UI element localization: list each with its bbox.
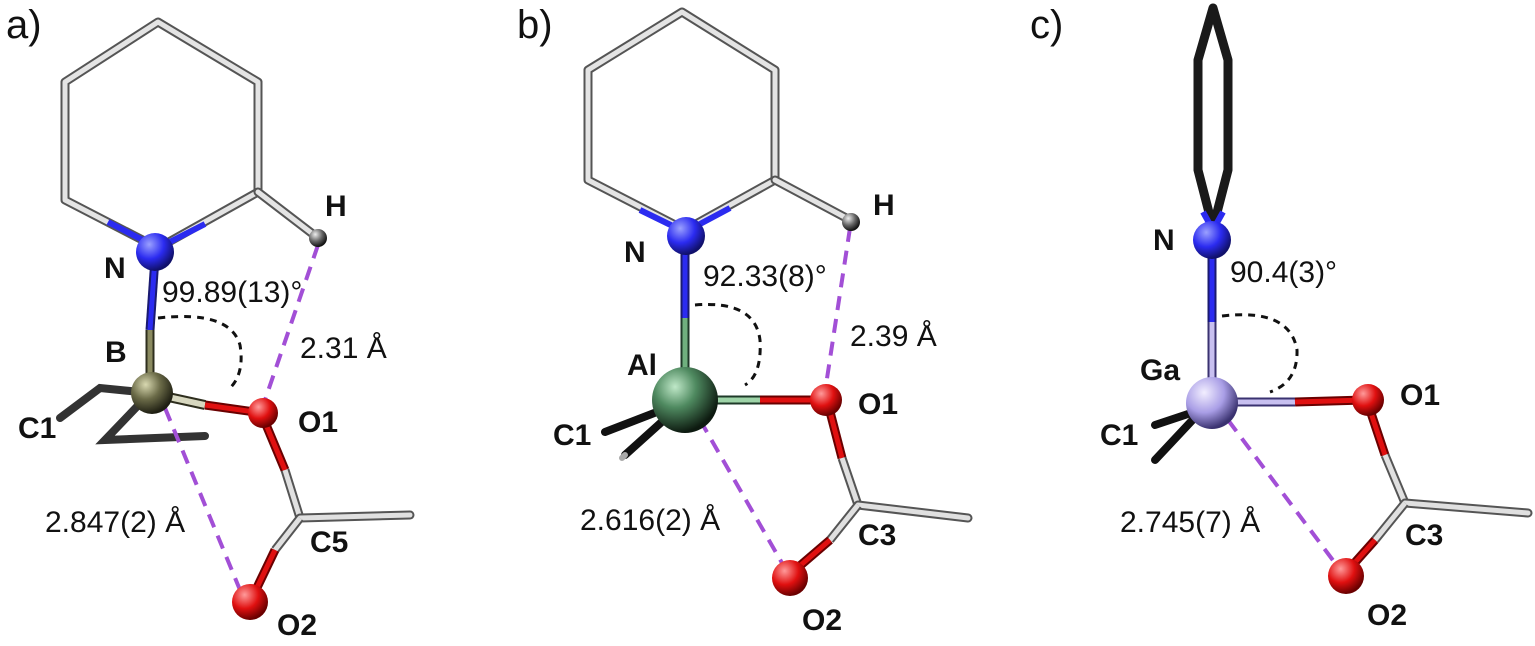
label-o2: O2 (802, 604, 842, 637)
panel-a-label: a) (6, 3, 42, 47)
angle-arc (694, 302, 762, 387)
label-al: Al (627, 349, 657, 382)
boron-atom (131, 372, 173, 414)
oxygen-o1-atom (1352, 384, 1384, 416)
angle-value: 99.89(13)° (162, 276, 302, 309)
ga-o2-contact-dash (1226, 418, 1337, 565)
hydrogen-atom (309, 229, 327, 247)
label-c5: C5 (310, 526, 348, 559)
gallium-atom (1186, 377, 1238, 429)
al-o2-contact-dash (698, 419, 784, 564)
panel-a: a) (6, 3, 415, 642)
aluminium-atom (652, 367, 718, 433)
label-b: B (105, 336, 127, 369)
c1-bond-right (95, 389, 209, 445)
contact-distance: 2.616(2) Å (580, 504, 720, 537)
nitrogen-atom (136, 233, 174, 271)
label-o2: O2 (277, 609, 317, 642)
piperidine-ring-inner (62, 19, 261, 251)
oxygen-o2-atom (1328, 558, 1364, 594)
label-c1: C1 (1100, 419, 1138, 452)
contact-distance: 2.745(7) Å (1120, 506, 1260, 539)
label-c1: C1 (553, 419, 591, 452)
oxygen-o2-atom (772, 560, 808, 596)
hbond-distance: 2.39 Å (850, 320, 937, 353)
h-bond-dash (263, 244, 320, 401)
nitrogen-atom (1193, 221, 1231, 259)
h-bond-dash (824, 227, 852, 386)
nitrogen-atom (667, 217, 705, 255)
angle-arc (157, 315, 243, 392)
label-n: N (1153, 224, 1175, 257)
contact-distance: 2.847(2) Å (45, 506, 185, 539)
label-o1: O1 (298, 406, 338, 439)
panel-b: b) (517, 3, 973, 637)
panel-c: c) N Ga C1 (1030, 3, 1533, 632)
label-c1: C1 (18, 412, 56, 445)
label-o2: O2 (1367, 599, 1407, 632)
piperidine-ring-edge-on (1193, 3, 1233, 233)
label-h: H (873, 189, 895, 222)
label-n: N (624, 236, 646, 269)
oxygen-o2-atom (232, 584, 268, 620)
panel-b-label: b) (517, 3, 553, 47)
label-ga: Ga (1140, 354, 1180, 387)
hydrogen-atom (842, 213, 860, 231)
label-c3: C3 (858, 519, 896, 552)
label-o1: O1 (1400, 379, 1440, 412)
panel-c-label: c) (1030, 3, 1063, 47)
label-o1: O1 (858, 388, 898, 421)
oxygen-o1-atom (810, 384, 842, 416)
label-h: H (325, 190, 347, 223)
label-n: N (104, 252, 126, 285)
label-c3: C3 (1405, 519, 1443, 552)
angle-value: 92.33(8)° (703, 260, 827, 293)
b-o2-contact-dash (163, 407, 242, 591)
angle-value: 90.4(3)° (1230, 256, 1337, 289)
hbond-distance: 2.31 Å (300, 332, 387, 365)
oxygen-o1-atom (248, 398, 278, 428)
angle-arc (1221, 313, 1299, 394)
